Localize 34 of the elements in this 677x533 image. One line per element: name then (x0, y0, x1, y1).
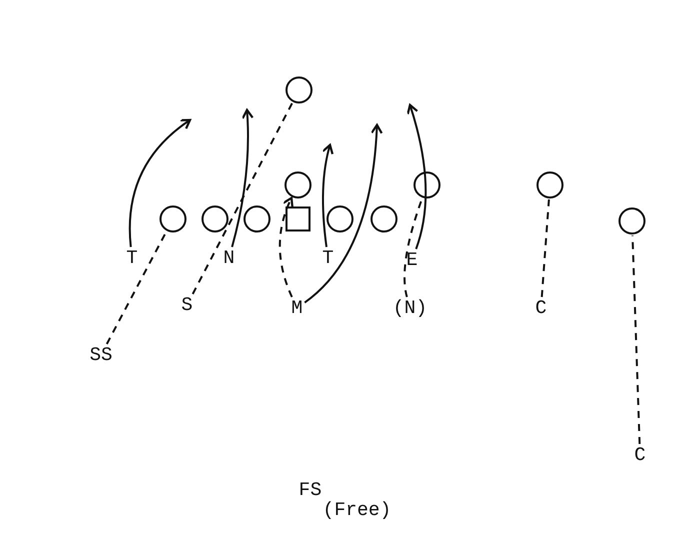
arrow (304, 124, 383, 304)
arrow (406, 104, 427, 250)
position-label: (N) (392, 298, 428, 318)
player-circle (286, 76, 312, 104)
position-label: S (181, 295, 193, 315)
dashed-line (632, 235, 641, 444)
player-circle (202, 206, 228, 232)
player-circle (244, 206, 270, 232)
arrow (231, 108, 254, 248)
dashed-line (540, 199, 550, 298)
dashed-arrow (278, 196, 294, 298)
player-circle (618, 208, 646, 234)
player-circle (326, 206, 354, 232)
position-label: N (223, 248, 235, 268)
player-circle (536, 172, 564, 198)
position-label: C (535, 298, 547, 318)
position-label: E (406, 250, 418, 270)
position-label: FS (298, 480, 323, 500)
player-circle (414, 172, 440, 198)
dashed-line (192, 102, 294, 294)
position-label: SS (90, 345, 112, 365)
player-circle (284, 172, 312, 198)
arrow (128, 118, 192, 248)
dashed-line (106, 231, 168, 344)
player-circle (370, 206, 398, 232)
position-label: (Free) (322, 500, 392, 520)
dashed-line (404, 198, 423, 298)
position-label: M (291, 298, 303, 318)
position-label: C (634, 445, 646, 465)
player-square (286, 206, 310, 232)
player-circle (160, 206, 186, 232)
position-label: T (322, 248, 334, 268)
position-label: T (126, 248, 138, 268)
arrow (322, 144, 334, 248)
